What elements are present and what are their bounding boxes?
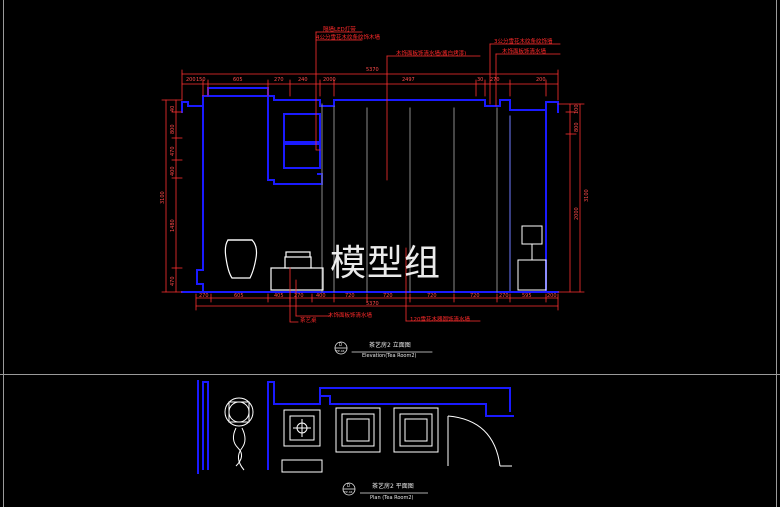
right-total-dimension: 3100 bbox=[584, 189, 590, 202]
plan-top-wall-inner bbox=[320, 395, 514, 417]
tea-table bbox=[270, 251, 324, 291]
bottom-dim: 270 bbox=[294, 293, 304, 299]
annotation-wood-round-wall: 120雪花木器圆饰清水墙 bbox=[410, 317, 470, 323]
top-dim: 270 bbox=[490, 77, 500, 83]
right-dim: 100 bbox=[574, 104, 580, 114]
left-dim: 800 bbox=[170, 124, 176, 134]
top-dim: 30 bbox=[477, 77, 484, 83]
left-wall-column bbox=[196, 105, 204, 293]
annotation-wood-strip-4cm: 4公分雪花木纹条纹饰木墙 bbox=[316, 35, 381, 41]
top-dim: 2497 bbox=[402, 77, 415, 83]
annotation-led-strip: 隔墙LED灯带 bbox=[323, 27, 356, 33]
shelf-box-lower bbox=[283, 143, 321, 169]
plan-left-wall bbox=[202, 381, 209, 470]
bottom-dim: 605 bbox=[234, 293, 244, 299]
plan-tea-table bbox=[281, 409, 323, 473]
plan-door-swing bbox=[447, 415, 512, 467]
frame-divider-line bbox=[0, 374, 780, 375]
left-total-dimension: 3100 bbox=[160, 191, 166, 204]
frame-left-border bbox=[3, 0, 4, 507]
top-dim: 150 bbox=[196, 77, 206, 83]
top-leader-lines bbox=[315, 31, 561, 181]
left-dim: 40 bbox=[170, 105, 176, 112]
top-dim-chain bbox=[181, 69, 559, 101]
bottom-dim: 720 bbox=[427, 293, 437, 299]
frame-right-border bbox=[776, 0, 777, 507]
right-dim-chain bbox=[557, 103, 585, 293]
top-dim: 200 bbox=[536, 77, 546, 83]
left-dim: 1480 bbox=[170, 219, 176, 232]
right-dim: 2000 bbox=[574, 207, 580, 220]
plan-chair-2 bbox=[393, 407, 439, 453]
bottom-dim: 720 bbox=[345, 293, 355, 299]
plan-chair-1 bbox=[335, 407, 381, 453]
elevation-top-outline bbox=[181, 87, 559, 113]
plan-top-wall bbox=[267, 381, 511, 470]
annotation-veneer-wall: 木饰面板饰清水墙 bbox=[502, 49, 547, 55]
top-total-dimension: 5370 bbox=[366, 67, 379, 73]
watermark: 模型组 bbox=[330, 243, 442, 284]
bottom-dim: 595 bbox=[522, 293, 532, 299]
right-dim: 800 bbox=[574, 122, 580, 132]
plan-subtitle: Plan (Tea Room2) bbox=[370, 495, 414, 501]
bottom-dim: 405 bbox=[274, 293, 284, 299]
top-dim: 605 bbox=[233, 77, 243, 83]
vase bbox=[224, 239, 258, 279]
elevation-inner-cornice bbox=[202, 95, 323, 185]
center-wall-panels bbox=[321, 103, 498, 293]
plan-drawing bbox=[197, 380, 514, 496]
bottom-dim: 200 bbox=[547, 293, 557, 299]
elevation-bubble-bottom: EP-04 bbox=[336, 349, 345, 353]
elevation-drawing bbox=[161, 31, 585, 355]
bottom-total-dimension: 5370 bbox=[366, 301, 379, 307]
bottom-dim: 720 bbox=[470, 293, 480, 299]
plan-bubble-top: D bbox=[347, 483, 351, 488]
plan-title: 茶艺房2 平面图 bbox=[372, 483, 414, 490]
left-dim: 470 bbox=[170, 276, 176, 286]
annotation-tea-table: 茶艺桌 bbox=[300, 318, 317, 324]
top-dim: 200 bbox=[186, 77, 196, 83]
bottom-leader-lines bbox=[289, 247, 481, 323]
bottom-dim: 400 bbox=[316, 293, 326, 299]
bottom-dim: 270 bbox=[499, 293, 509, 299]
annotation-veneer-wall-lacquer: 木饰面板饰清水墙(酱白烤漆) bbox=[396, 51, 467, 57]
bottom-dim: 720 bbox=[383, 293, 393, 299]
top-dim: 240 bbox=[298, 77, 308, 83]
plan-bubble-bottom: EP-04 bbox=[344, 490, 353, 494]
plan-title-bubble bbox=[342, 482, 428, 496]
shelf-box-upper bbox=[283, 113, 321, 143]
annotation-wood-strip-3cm: 3公分雪花木纹条纹饰墙 bbox=[494, 39, 553, 45]
plan-round-table bbox=[224, 397, 254, 471]
top-dim: 2000 bbox=[323, 77, 336, 83]
left-dim-chain bbox=[161, 99, 183, 293]
elevation-bubble-top: D bbox=[339, 342, 343, 347]
top-dim: 270 bbox=[274, 77, 284, 83]
elevation-subtitle: Elevation(Tea Room2) bbox=[362, 353, 417, 359]
elevation-title-bubble bbox=[334, 341, 433, 355]
left-dim: 470 bbox=[170, 146, 176, 156]
annotation-veneer-wall-bottom: 木饰面板饰清水墙 bbox=[328, 313, 373, 319]
left-dim: 400 bbox=[170, 166, 176, 176]
right-lamp bbox=[517, 225, 547, 291]
elevation-title: 茶艺房2 立面图 bbox=[369, 342, 411, 349]
bottom-dim: 270 bbox=[199, 293, 209, 299]
